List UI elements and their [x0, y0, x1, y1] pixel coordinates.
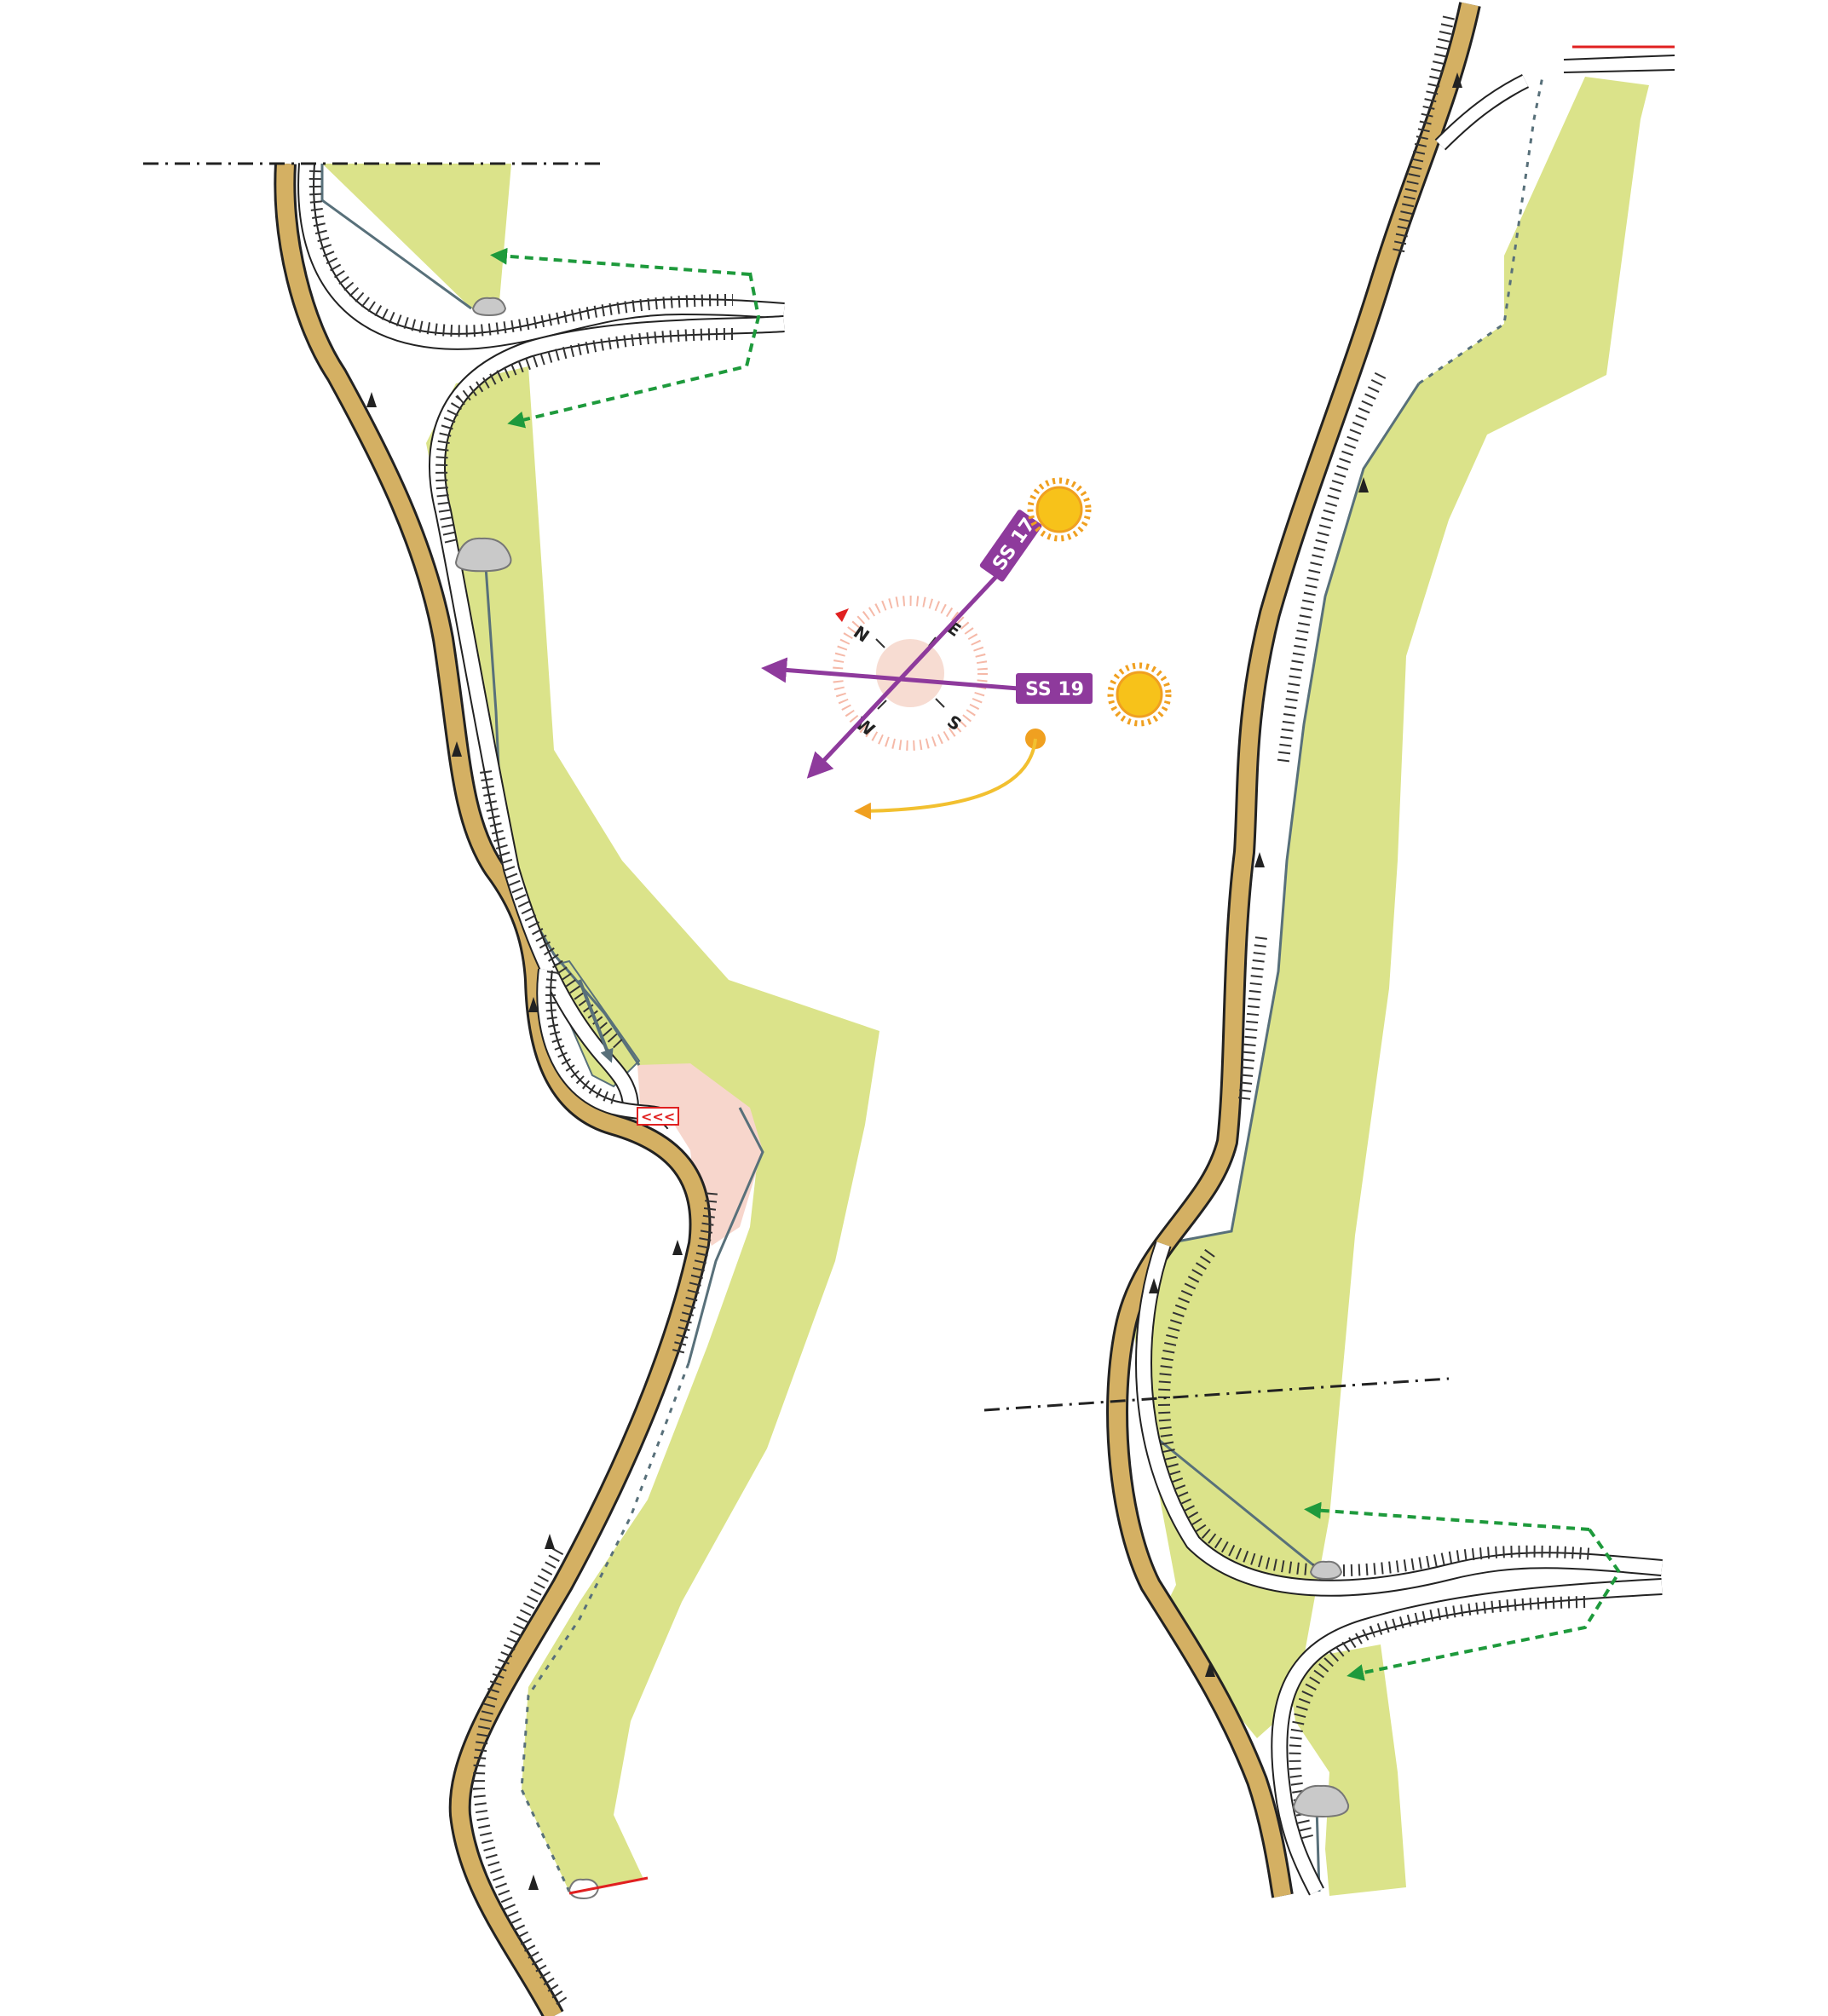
sun-icon	[1107, 662, 1172, 727]
road-left-main-fill	[276, 163, 709, 2016]
spectator-grass-top-left	[322, 164, 511, 311]
compass-rose: N E S W	[833, 596, 988, 751]
boundary-line-left-c	[687, 1107, 764, 1364]
rock-icon	[454, 537, 512, 573]
direction-arrows-right	[1149, 72, 1462, 1677]
rock-icon	[1292, 1784, 1350, 1818]
tick-marks-right-c	[1238, 936, 1267, 1100]
road-right-hairpin-lower-fill	[1272, 1580, 1663, 1895]
spectator-route-left-a	[507, 272, 761, 429]
ss17-direction-arrow	[806, 565, 1007, 779]
compass-n: N	[850, 621, 873, 646]
road-right-top-lines	[1563, 55, 1675, 73]
boundary-line-left-a	[320, 164, 472, 310]
spectator-grass-right-bottom	[1287, 1644, 1406, 1896]
rock-icon	[471, 297, 507, 317]
sun-path-arrow	[854, 729, 1046, 820]
road-right-main-fill	[1109, 2, 1479, 1898]
right-stage-map	[983, 2, 1675, 1898]
tick-marks-left-f	[472, 1547, 568, 2006]
road-left-hairpin-mid-fill	[430, 317, 785, 1109]
spectator-grass-right-main	[1133, 77, 1649, 1738]
sun-icon	[1027, 477, 1092, 542]
ss19-direction-arrow	[761, 657, 1019, 691]
spectator-route-right-b	[1304, 1501, 1590, 1531]
rock-icon	[1309, 1560, 1343, 1581]
north-marker-icon	[835, 608, 849, 622]
boundary-line-left-d	[520, 1362, 690, 1892]
road-left-hairpin-top-fill	[299, 163, 785, 348]
road-right-top-fork-fill	[1436, 75, 1529, 149]
ss17-badge: SS 17	[979, 510, 1042, 582]
boundary-line-right-a	[1162, 383, 1421, 1246]
direction-arrows-left	[366, 392, 683, 1890]
spectator-grass-main-left	[426, 366, 879, 1892]
tick-marks-left-a	[309, 170, 734, 337]
tick-marks-left-b	[435, 328, 734, 547]
chevron-barrier-icon: <<<	[637, 1107, 679, 1126]
road-right-hairpin-fill	[1137, 1241, 1663, 1595]
left-stage-map: <<<	[143, 162, 879, 2016]
stage-limit-line-right	[983, 1377, 1450, 1412]
tick-marks-left-c	[480, 770, 626, 1052]
spectator-route-left-b	[490, 247, 751, 276]
boundary-line-right-b	[1418, 76, 1544, 385]
grey-route-arrow	[578, 979, 614, 1063]
tick-marks-right-b	[1277, 372, 1387, 768]
svg-text:<<<: <<<	[641, 1109, 675, 1125]
red-marker	[568, 1876, 649, 1895]
ss19-label: SS 19	[1025, 679, 1084, 700]
tick-marks-left-d	[545, 971, 615, 1104]
ss19-badge: SS 19	[1016, 673, 1093, 704]
spectator-route-right-a	[1346, 1528, 1622, 1681]
boundary-line-right-c	[1158, 1438, 1318, 1570]
